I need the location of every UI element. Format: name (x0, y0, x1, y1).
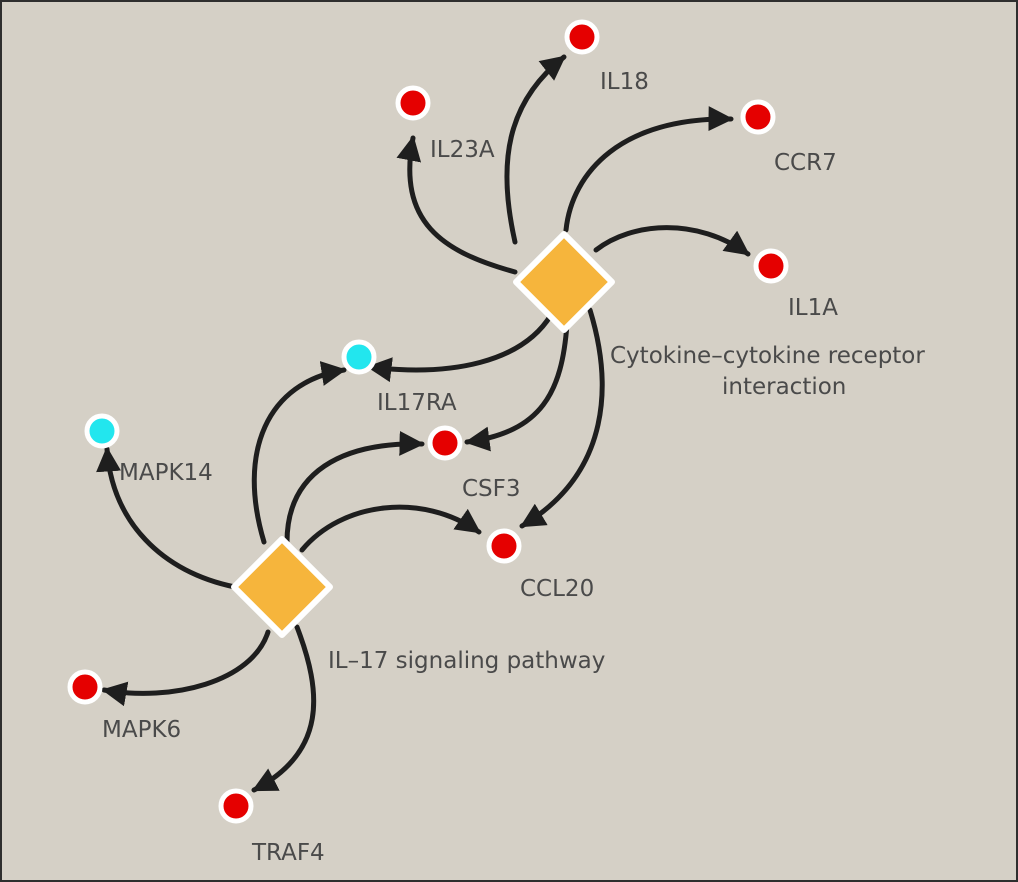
edge-cytokine-ccl20 (519, 307, 605, 529)
gene-nodes (67, 19, 789, 824)
label-mapk6: MAPK6 (102, 717, 181, 743)
gene-node-traf4[interactable] (218, 788, 254, 824)
edges (96, 54, 751, 793)
label-pathway-cytokine-line2: interaction (722, 374, 846, 400)
label-mapk14: MAPK14 (119, 460, 213, 486)
pathway-nodes (231, 231, 615, 638)
label-traf4: TRAF4 (251, 840, 325, 866)
gene-node-ccr7[interactable] (740, 99, 776, 135)
gene-node-ccl20[interactable] (486, 528, 522, 564)
edge-cytokine-il17ra (366, 312, 554, 383)
gene-node-il1a[interactable] (753, 248, 789, 284)
label-ccl20: CCL20 (520, 576, 594, 602)
label-il18: IL18 (600, 69, 649, 95)
pathway-node-cytokine[interactable] (513, 231, 615, 333)
label-il1a: IL1A (788, 295, 838, 321)
edge-il17-csf3 (284, 430, 425, 545)
label-pathway-il17: IL–17 signaling pathway (328, 648, 605, 674)
edge-il17-mapk6 (101, 629, 271, 707)
gene-node-il23a[interactable] (395, 85, 431, 121)
edge-il17-ccl20 (299, 504, 482, 553)
edge-cytokine-il18 (504, 54, 567, 245)
gene-node-csf3[interactable] (427, 425, 463, 461)
edge-cytokine-csf3 (464, 321, 570, 452)
edge-il17-mapk14 (96, 446, 238, 590)
label-csf3: CSF3 (462, 476, 521, 502)
label-il17ra: IL17RA (377, 390, 457, 416)
edge-il17-il17ra (251, 361, 347, 545)
label-il23a: IL23A (430, 137, 495, 163)
gene-node-mapk14[interactable] (84, 413, 120, 449)
edge-cytokine-il23a (396, 135, 518, 275)
label-ccr7: CCR7 (774, 150, 837, 176)
gene-node-il18[interactable] (564, 19, 600, 55)
edge-cytokine-ccr7 (563, 106, 734, 233)
pathway-node-il17[interactable] (231, 536, 333, 638)
gene-node-il17ra[interactable] (341, 339, 377, 375)
label-pathway-cytokine-line1: Cytokine–cytokine receptor (610, 343, 925, 369)
edge-cytokine-il1a (593, 225, 751, 257)
edge-il17-traf4 (251, 624, 317, 793)
gene-node-mapk6[interactable] (67, 669, 103, 705)
labels: IL18 IL23A CCR7 IL1A IL17RA MAPK14 CSF3 … (102, 69, 925, 866)
